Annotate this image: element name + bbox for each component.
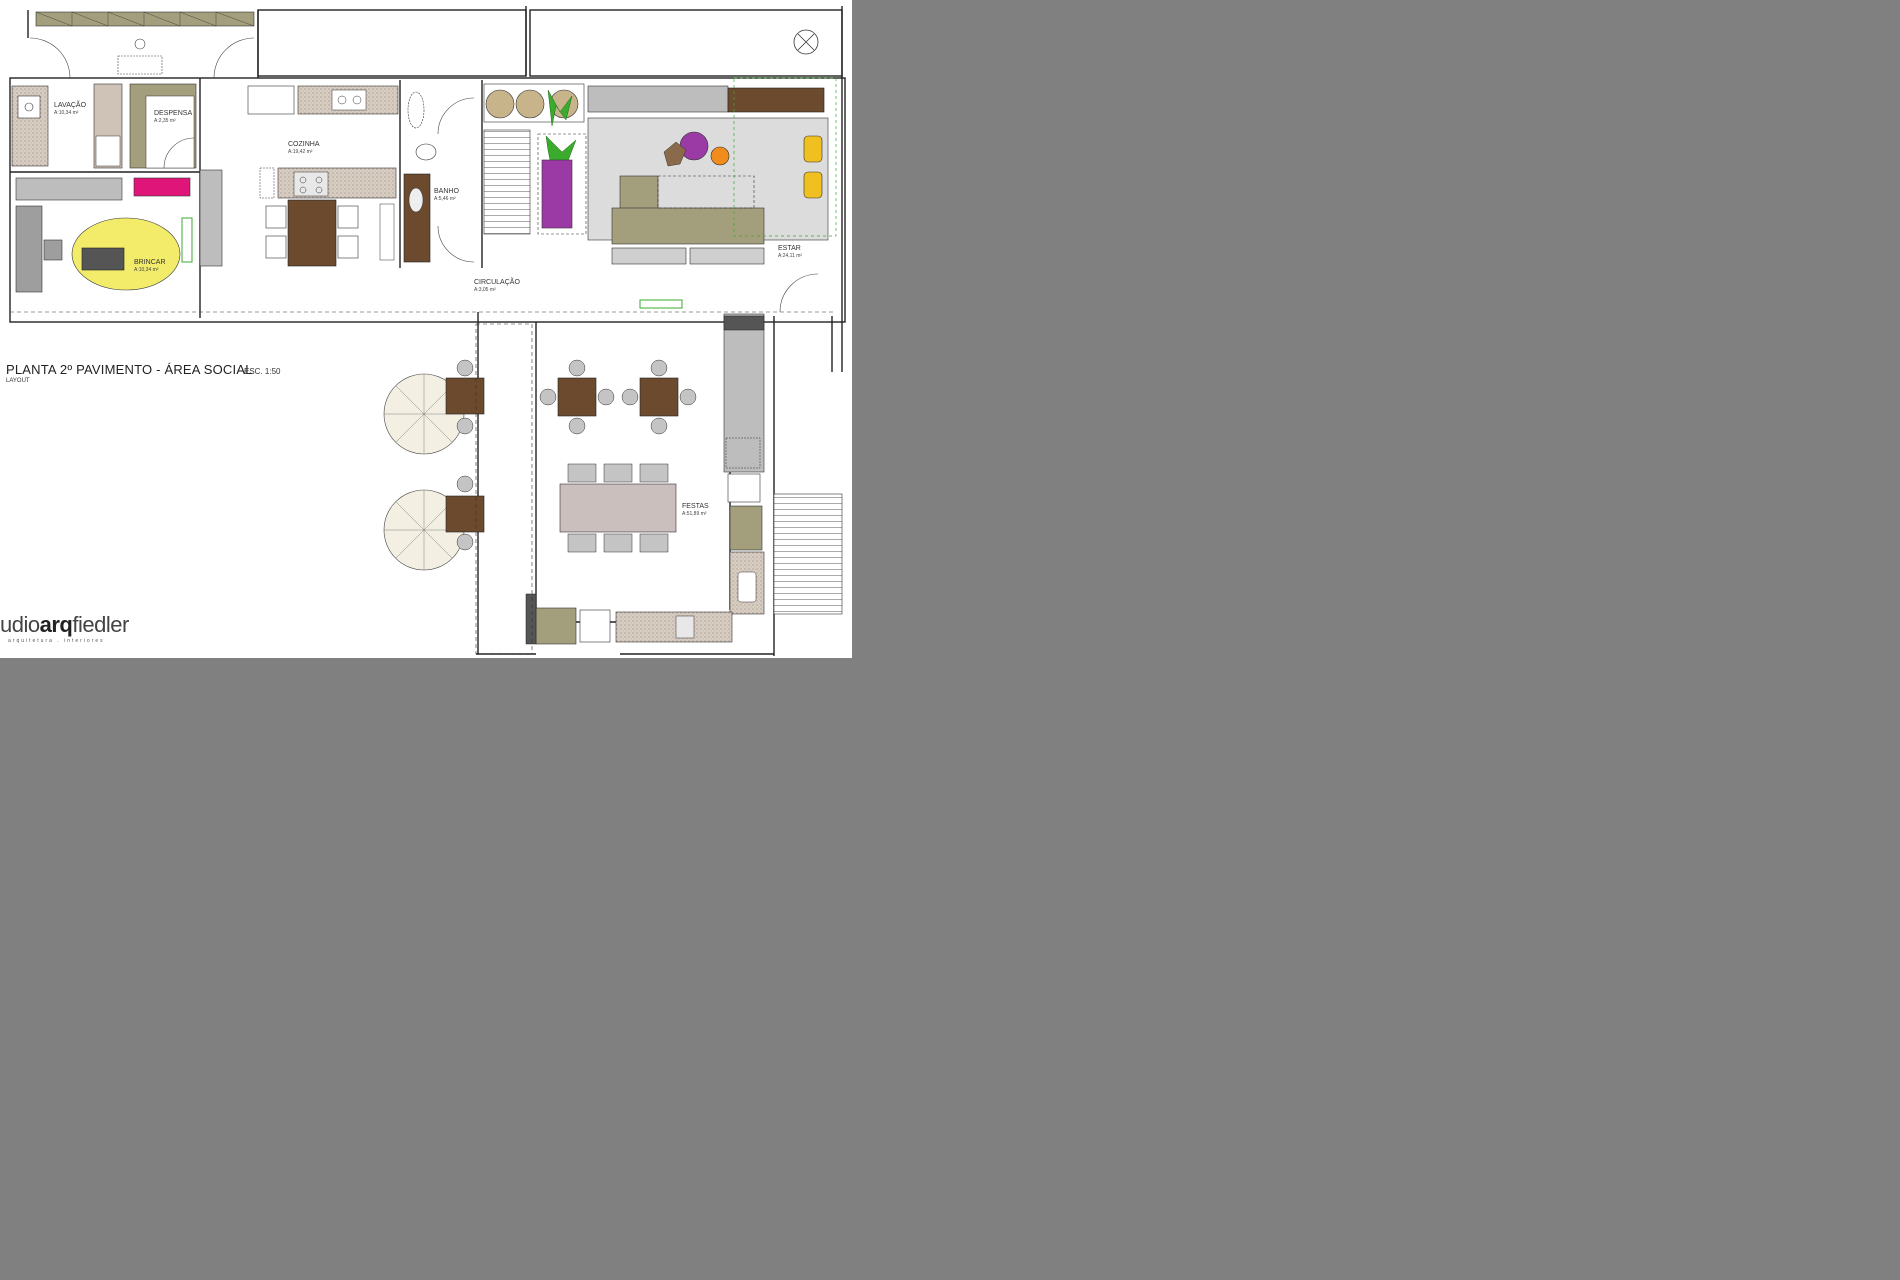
exterior-stairs <box>773 493 843 615</box>
logo-tagline: arquitetura . interiores <box>8 638 105 644</box>
brincar-room <box>15 169 223 293</box>
logo-part-2: arq <box>39 612 73 637</box>
banho-room <box>403 91 475 263</box>
despensa-label: DESPENSA <box>154 110 192 117</box>
umbrella-2 <box>383 489 485 571</box>
festas-room <box>456 313 765 655</box>
logo-part-3: fiedler <box>72 612 129 637</box>
despensa-room <box>129 83 197 169</box>
stairs <box>483 83 585 235</box>
festas-label: FESTAS <box>682 503 709 510</box>
circulacao-label: CIRCULAÇÃO <box>474 277 520 286</box>
top-cabinets <box>29 11 255 79</box>
estar-label: ESTAR <box>778 245 801 252</box>
cozinha-area: A:19,42 m² <box>288 149 313 155</box>
festas-area: A:51,89 m² <box>682 511 707 517</box>
planter <box>485 89 587 235</box>
sheet-title: PLANTA 2º PAVIMENTO - ÁREA SOCIAL <box>6 362 253 377</box>
lavacao-room <box>11 83 123 169</box>
sheet-subtitle: LAYOUT <box>6 378 30 384</box>
circulacao-area: A:3,05 m² <box>474 287 496 293</box>
cozinha-room <box>247 85 399 267</box>
lavacao-area: A:10,34 m² <box>54 110 79 116</box>
estar-area: A:24,11 m² <box>778 253 802 259</box>
floor-plan: LAVAÇÃO A:10,34 m² DESPENSA A:2,35 m² BR… <box>9 6 846 656</box>
banho-area: A:5,46 m² <box>434 196 456 202</box>
logo-part-1: udio <box>0 612 40 637</box>
estar-room <box>587 29 837 313</box>
umbrella-1 <box>383 373 485 455</box>
green-marker <box>639 299 683 309</box>
brincar-area: A:10,34 m² <box>134 267 159 273</box>
sheet-scale: ESC. 1:50 <box>244 367 281 376</box>
studio-logo: udioarqfiedler <box>0 612 129 638</box>
brincar-label: BRINCAR <box>134 259 166 266</box>
walls <box>9 6 846 656</box>
drawing-sheet: LAVAÇÃO A:10,34 m² DESPENSA A:2,35 m² BR… <box>0 0 852 658</box>
cozinha-label: COZINHA <box>288 141 320 148</box>
lavacao-label: LAVAÇÃO <box>54 100 87 109</box>
despensa-area: A:2,35 m² <box>154 118 176 124</box>
banho-label: BANHO <box>434 188 459 195</box>
